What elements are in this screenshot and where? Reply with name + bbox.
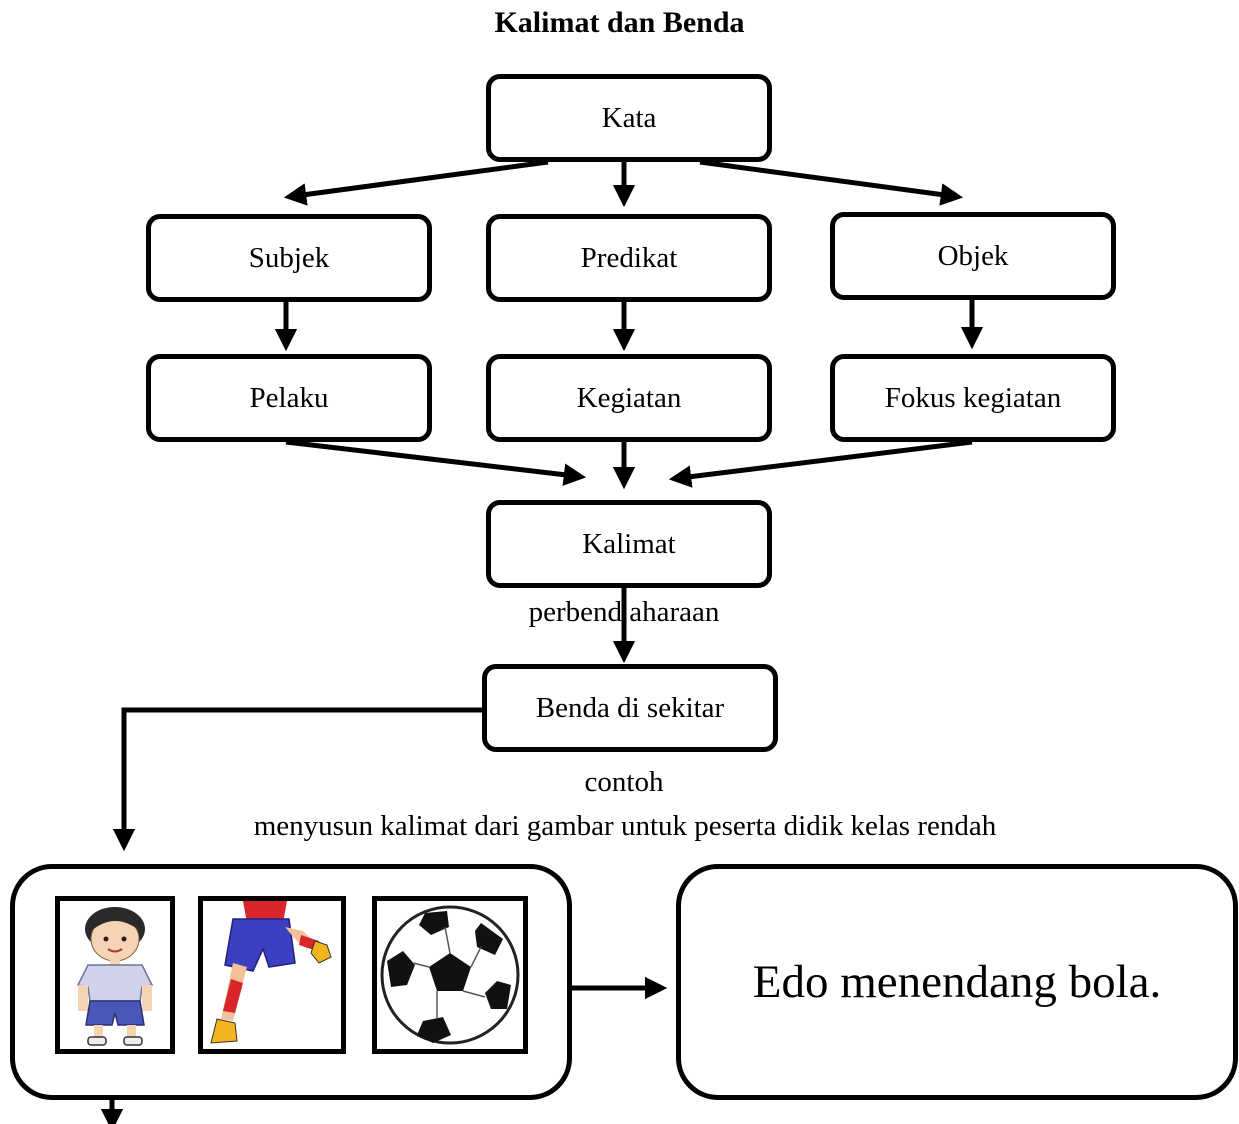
edge-label-perbendaharaan: perbend aharaan [528, 596, 720, 628]
result-sentence: Edo menendang bola. [752, 956, 1162, 1008]
node-kalimat: Kalimat [486, 500, 772, 588]
arrow-kata-objek [699, 159, 964, 206]
node-kegiatan-label: Kegiatan [576, 381, 682, 414]
picture-kicking [198, 896, 346, 1054]
node-benda-di-sekitar: Benda di sekitar [482, 664, 778, 752]
edge-label-contoh: contoh [584, 766, 664, 798]
soccer-ball-illustration [380, 905, 520, 1045]
kicking-leg-illustration [210, 901, 332, 1044]
boy-illustration [76, 907, 154, 1046]
node-fokus-kegiatan-label: Fokus kegiatan [884, 381, 1062, 414]
node-kalimat-label: Kalimat [582, 527, 676, 560]
arrow-kata-subjek [283, 159, 549, 206]
result-sentence-box: Edo menendang bola. [676, 864, 1238, 1100]
picture-ball [372, 896, 528, 1054]
picture-boy [55, 896, 175, 1054]
node-objek-label: Objek [937, 239, 1009, 272]
arrow-benda-pictures [112, 707, 484, 852]
diagram-title: Kalimat dan Benda [494, 6, 745, 39]
node-kata: Kata [486, 74, 772, 162]
node-predikat-label: Predikat [580, 241, 678, 274]
node-predikat: Predikat [486, 214, 772, 302]
node-pelaku-label: Pelaku [249, 381, 329, 414]
node-objek: Objek [830, 212, 1116, 300]
node-benda-label: Benda di sekitar [535, 691, 725, 724]
node-kata-label: Kata [601, 101, 657, 134]
node-pelaku: Pelaku [146, 354, 432, 442]
node-subjek: Subjek [146, 214, 432, 302]
arrow-fokus-kalimat [668, 439, 973, 488]
node-subjek-label: Subjek [248, 241, 330, 274]
node-kegiatan: Kegiatan [486, 354, 772, 442]
arrow-pelaku-kalimat [285, 439, 587, 486]
node-fokus-kegiatan: Fokus kegiatan [830, 354, 1116, 442]
edge-label-menyusun: menyusun kalimat dari gambar untuk peser… [253, 810, 997, 842]
